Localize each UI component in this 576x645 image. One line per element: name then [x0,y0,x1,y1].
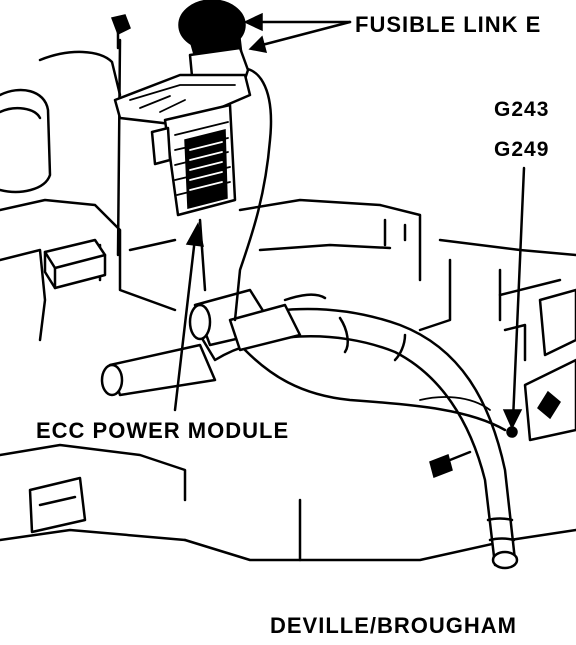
ecc-power-module-shape [113,46,252,217]
mounting-stud [110,14,131,257]
relay-bracket [503,288,576,442]
fender-block [43,238,107,290]
radiator-hose [198,307,519,570]
model-caption: DEVILLE/BROUGHAM [270,613,517,638]
fusible-link-label: FUSIBLE LINK E [355,12,542,37]
callout-arrows [173,12,526,430]
ground-label-g249: G249 [494,138,550,161]
ecc-power-module-label: ECC POWER MODULE [36,418,290,443]
ground-bolt [429,450,472,479]
heater-pipe [100,288,327,397]
wire-harness [198,66,507,432]
ground-label-g243: G243 [494,98,550,121]
strut-tower [0,50,122,194]
lower-frame [0,443,576,562]
